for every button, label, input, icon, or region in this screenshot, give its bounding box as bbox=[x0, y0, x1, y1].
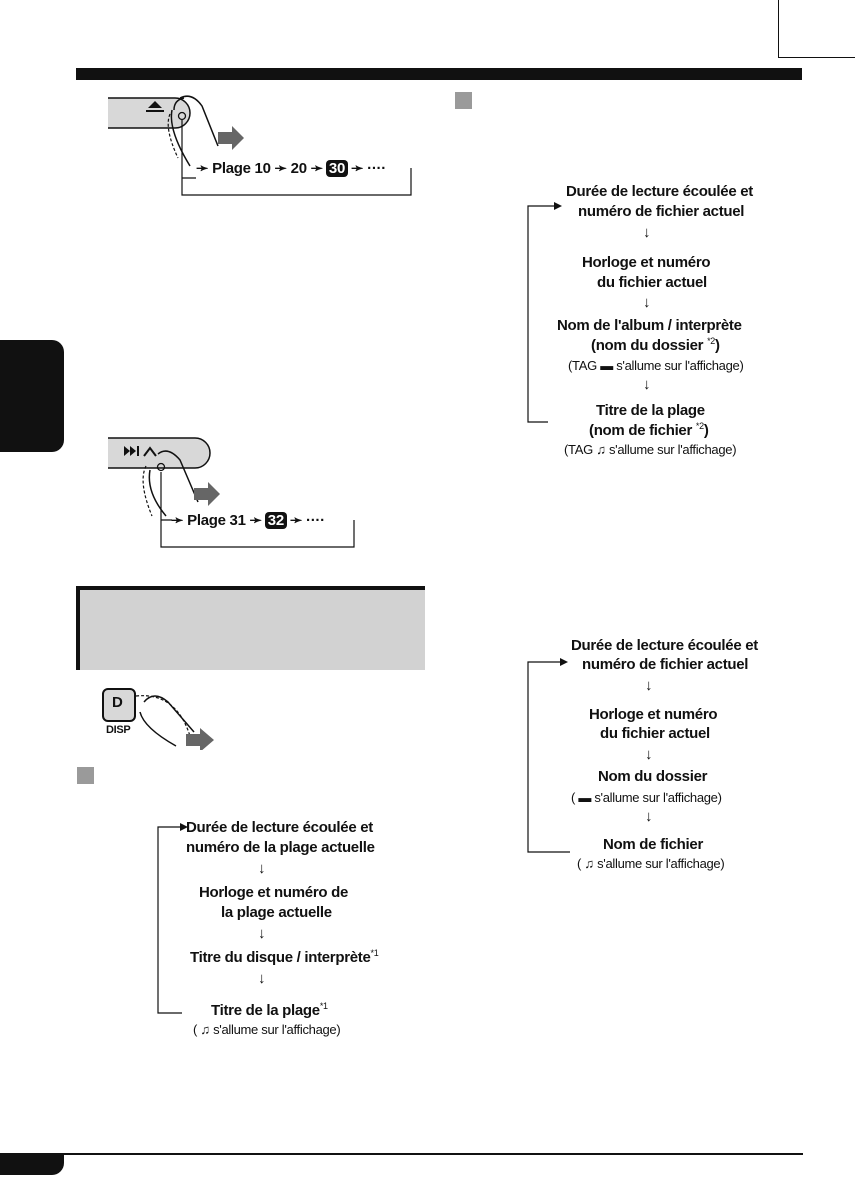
flow-mp3-tag-step4-line2: (nom de fichier *2) bbox=[589, 421, 709, 439]
flow-mp3-tag-step1-line1: Durée de lecture écoulée et bbox=[566, 183, 753, 200]
seq1-dots: ···· bbox=[367, 160, 386, 177]
flow-mp3-step4: Nom de fichier bbox=[603, 836, 703, 853]
flow-mp3-tag-step4-sub: (TAG ♫ s'allume sur l'affichage) bbox=[564, 442, 737, 457]
flow-mp3-tag-step4-note: *2 bbox=[695, 421, 704, 431]
flow-mp3-step3: Nom du dossier bbox=[598, 768, 708, 785]
eject-icon bbox=[148, 101, 162, 108]
flow-cd-step4: Titre de la plage*1 bbox=[211, 1001, 328, 1019]
flow-cd-arrow: ↓ bbox=[258, 925, 266, 942]
flow-mp3-step4-sub: ( ♫ s'allume sur l'affichage) bbox=[577, 856, 725, 871]
top-right-corner-line-h bbox=[778, 57, 855, 58]
flow-mp3-arrow: ↓ bbox=[645, 677, 653, 694]
finger bbox=[139, 695, 195, 747]
bottom-rule bbox=[0, 1153, 803, 1155]
skip-icon bbox=[124, 446, 130, 456]
flow-cd-loop bbox=[157, 823, 188, 1014]
seq2-prefix: Plage 31 bbox=[187, 512, 246, 529]
seq2-arrow: ➛ bbox=[249, 512, 263, 529]
flow-mp3-tag-arrow: ↓ bbox=[643, 294, 651, 311]
flow-mp3-tag-step2-line1: Horloge et numéro bbox=[582, 254, 711, 271]
press-arrow bbox=[194, 482, 220, 506]
eject-button-bar bbox=[108, 97, 191, 129]
flow-mp3-tag-step3-note: *2 bbox=[707, 336, 715, 346]
flow-mp3-tag-step3-close: ) bbox=[714, 337, 720, 354]
seq1-row: ➛ Plage 10 ➛ 20 ➛30➛ ···· bbox=[196, 159, 386, 177]
flow-cd-step3: Titre du disque / interprète*1 bbox=[190, 948, 379, 966]
flow-cd-step1-line1: Durée de lecture écoulée et bbox=[186, 819, 373, 836]
flow-cd-step3-note: *1 bbox=[370, 948, 379, 958]
loop-line-2 bbox=[160, 472, 355, 548]
seq1-arrow-in: ➛ bbox=[196, 160, 213, 177]
flow-cd-step2-line2: la plage actuelle bbox=[221, 904, 332, 921]
seq2-arrow: ➛ bbox=[289, 512, 303, 529]
flow-cd-step4-note: *1 bbox=[319, 1001, 328, 1011]
flow-mp3-tag-step3-line1: Nom de l'album / interprète bbox=[557, 317, 742, 334]
press-arrow bbox=[186, 728, 214, 750]
seq2-v2-highlight: 32 bbox=[264, 512, 287, 529]
flow-mp3-step3-sub: ( ▬ s'allume sur l'affichage) bbox=[571, 790, 722, 805]
seq2-row: ➛ Plage 31 ➛32➛ ···· bbox=[171, 511, 325, 529]
section-marker-right bbox=[455, 92, 472, 109]
flow-mp3-arrow: ↓ bbox=[645, 808, 653, 825]
flow-mp3-tag-step3-sub: (TAG ▬ s'allume sur l'affichage) bbox=[568, 358, 744, 373]
flow-mp3-tag-arrow: ↓ bbox=[643, 376, 651, 393]
flow-mp3-tag-arrow: ↓ bbox=[643, 224, 651, 241]
disp-button[interactable] bbox=[102, 688, 136, 722]
heading-box bbox=[76, 586, 425, 670]
flow-mp3-tag-step4-text: (nom de fichier bbox=[589, 422, 693, 439]
loop-line-1 bbox=[181, 120, 412, 196]
disp-button-letter: D bbox=[112, 694, 123, 711]
seq1-arrow: ➛ bbox=[310, 160, 324, 177]
top-right-corner-line bbox=[778, 0, 779, 58]
flow-mp3-tag-step1-line2: numéro de fichier actuel bbox=[578, 203, 745, 220]
flow-mp3-tag-loop bbox=[527, 202, 562, 423]
flow-cd-step2-line1: Horloge et numéro de bbox=[199, 884, 349, 901]
eject-button-illustration bbox=[108, 95, 412, 196]
flow-cd-step4-text: Titre de la plage bbox=[211, 1002, 320, 1019]
flow-mp3-loop bbox=[527, 658, 570, 853]
header-bar bbox=[76, 68, 802, 80]
flow-mp3-tag-step3-line2: (nom du dossier *2) bbox=[591, 336, 720, 354]
flow-mp3-tag-step4-close: ) bbox=[703, 422, 709, 439]
skip-button-illustration bbox=[108, 437, 355, 548]
flow-mp3-step2-line2: du fichier actuel bbox=[600, 725, 710, 742]
press-arrow bbox=[218, 126, 244, 150]
seq1-v3-highlight: 30 bbox=[325, 160, 348, 177]
disp-button-label: DISP bbox=[106, 724, 131, 736]
flow-mp3-step1-line1: Durée de lecture écoulée et bbox=[571, 637, 758, 654]
seq1-v2: 20 bbox=[290, 160, 307, 177]
flow-mp3-step1-line2: numéro de fichier actuel bbox=[582, 656, 749, 673]
page-number-tab bbox=[0, 1153, 64, 1175]
flow-cd-step4-sub: ( ♫ s'allume sur l'affichage) bbox=[193, 1022, 341, 1037]
seq2-arrow-in: ➛ bbox=[171, 512, 188, 529]
disp-finger-illustration bbox=[135, 695, 214, 750]
section-marker-left bbox=[77, 767, 94, 784]
flow-mp3-step2-line1: Horloge et numéro bbox=[589, 706, 718, 723]
seq2-dots: ···· bbox=[306, 512, 325, 529]
finger bbox=[148, 450, 199, 517]
side-tab bbox=[0, 340, 64, 452]
flow-cd-arrow: ↓ bbox=[258, 970, 266, 987]
flow-mp3-arrow: ↓ bbox=[645, 746, 653, 763]
flow-cd-arrow: ↓ bbox=[258, 860, 266, 877]
flow-cd-step3-text: Titre du disque / interprète bbox=[190, 949, 371, 966]
seq1-arrow: ➛ bbox=[351, 160, 364, 177]
finger bbox=[170, 95, 219, 167]
seq1-arrow: ➛ bbox=[274, 160, 288, 177]
flow-mp3-tag-step3-text: (nom du dossier bbox=[591, 337, 704, 354]
flow-mp3-tag-step4-line1: Titre de la plage bbox=[596, 402, 705, 419]
flow-cd-step1-line2: numéro de la plage actuelle bbox=[186, 839, 375, 856]
flow-mp3-tag-step2-line2: du fichier actuel bbox=[597, 274, 707, 291]
seq1-prefix: Plage 10 bbox=[212, 160, 271, 177]
